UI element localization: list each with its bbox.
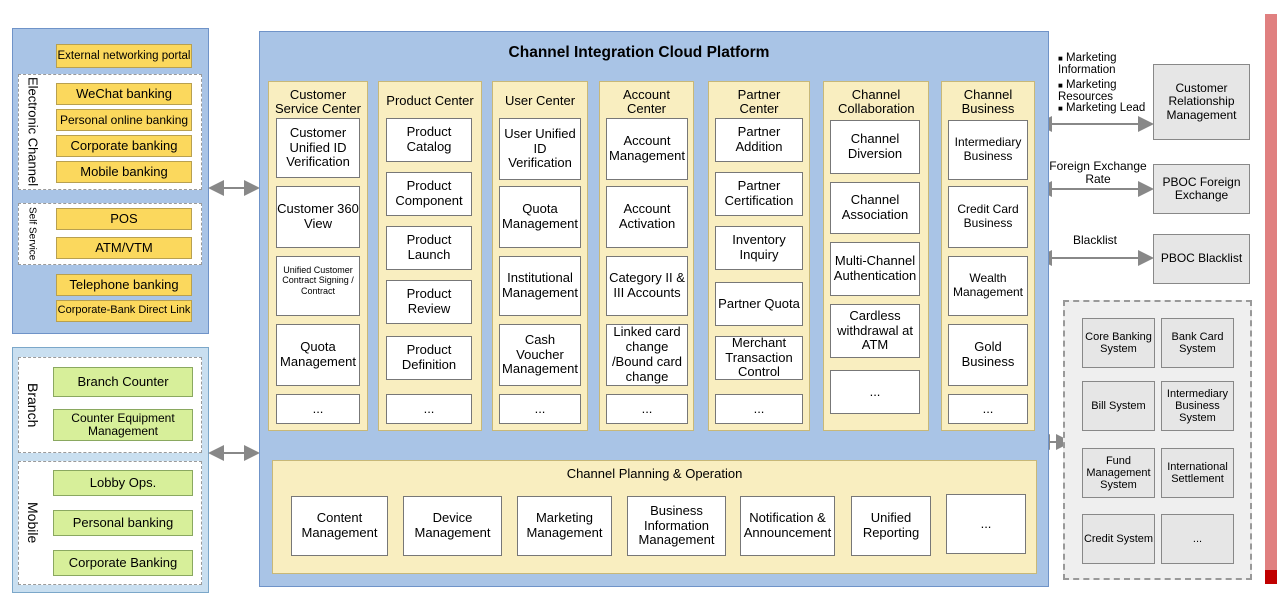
- crm-system[interactable]: Customer Relationship Management: [1153, 64, 1250, 140]
- institutional-management[interactable]: Institutional Management: [499, 256, 581, 316]
- electronic-channel-label: Electronic Channel: [25, 77, 41, 187]
- international-settlement[interactable]: International Settlement: [1161, 448, 1234, 498]
- wealth-management[interactable]: Wealth Management: [948, 256, 1028, 316]
- personal-banking[interactable]: Personal banking: [53, 510, 193, 536]
- channel-collaboration-more[interactable]: ...: [830, 370, 920, 414]
- bank-card-system[interactable]: Bank Card System: [1161, 318, 1234, 368]
- product-definition[interactable]: Product Definition: [386, 336, 472, 380]
- atm-vtm[interactable]: ATM/VTM: [56, 237, 192, 259]
- product-launch[interactable]: Product Launch: [386, 226, 472, 270]
- account-activation[interactable]: Account Activation: [606, 186, 688, 248]
- customer-360-view[interactable]: Customer 360 View: [276, 186, 360, 248]
- credit-card-business[interactable]: Credit Card Business: [948, 186, 1028, 248]
- partner-center-more[interactable]: ...: [715, 394, 803, 424]
- marketing-management[interactable]: Marketing Management: [517, 496, 612, 556]
- self-service-label: Self Service: [26, 207, 38, 261]
- foreign-exchange-rate-label: Foreign Exchange Rate: [1049, 159, 1147, 186]
- right-edge-bar-end: [1265, 570, 1277, 584]
- external-networking-portal[interactable]: External networking portal: [56, 44, 192, 68]
- corporate-bank-direct-link[interactable]: Corporate-Bank Direct Link: [56, 300, 192, 322]
- account-center-more[interactable]: ...: [606, 394, 688, 424]
- blacklist-label: Blacklist: [1072, 233, 1117, 247]
- platform-title: Channel Integration Cloud Platform: [508, 44, 770, 61]
- credit-system[interactable]: Credit System: [1082, 514, 1155, 564]
- unified-reporting[interactable]: Unified Reporting: [851, 496, 931, 556]
- partner-certification[interactable]: Partner Certification: [715, 172, 803, 216]
- marketing-resources-label: ■ Marketing Resources: [1058, 79, 1117, 104]
- customer-service-more[interactable]: ...: [276, 394, 360, 424]
- core-banking-system[interactable]: Core Banking System: [1082, 318, 1155, 368]
- core-systems-more[interactable]: ...: [1161, 514, 1234, 564]
- channel-business-more[interactable]: ...: [948, 394, 1028, 424]
- mobile-banking[interactable]: Mobile banking: [56, 161, 192, 183]
- wechat-banking[interactable]: WeChat banking: [56, 83, 192, 105]
- linked-card-change[interactable]: Linked card change /Bound card change: [606, 324, 688, 386]
- intermediary-business[interactable]: Intermediary Business: [948, 120, 1028, 180]
- bill-system[interactable]: Bill System: [1082, 381, 1155, 431]
- corporate-banking[interactable]: Corporate banking: [56, 135, 192, 157]
- cardless-withdrawal-atm[interactable]: Cardless withdrawal at ATM: [830, 304, 920, 358]
- business-information-management[interactable]: Business Information Management: [627, 496, 726, 556]
- corporate-banking-mobile[interactable]: Corporate Banking: [53, 550, 193, 576]
- multi-channel-authentication[interactable]: Multi-Channel Authentication: [830, 242, 920, 296]
- partner-addition[interactable]: Partner Addition: [715, 118, 803, 162]
- planning-title: Channel Planning & Operation: [566, 466, 743, 481]
- user-center-more[interactable]: ...: [499, 394, 581, 424]
- device-management[interactable]: Device Management: [403, 496, 502, 556]
- lobby-ops[interactable]: Lobby Ops.: [53, 470, 193, 496]
- product-center-title: Product Center: [386, 93, 474, 108]
- personal-online-banking[interactable]: Personal online banking: [56, 109, 192, 131]
- category-ii-iii-accounts[interactable]: Category II & III Accounts: [606, 256, 688, 316]
- channel-association[interactable]: Channel Association: [830, 182, 920, 234]
- partner-quota[interactable]: Partner Quota: [715, 282, 803, 326]
- user-center-title: User Center: [504, 93, 576, 108]
- customer-quota-management[interactable]: Quota Management: [276, 324, 360, 386]
- mobile-label: Mobile: [25, 502, 41, 544]
- partner-center-title: Partner Center: [737, 87, 781, 117]
- unified-customer-contract-signing[interactable]: Unified Customer Contract Signing / Cont…: [276, 256, 360, 316]
- account-management[interactable]: Account Management: [606, 118, 688, 180]
- notification-announcement[interactable]: Notification & Announcement: [740, 496, 835, 556]
- branch-counter[interactable]: Branch Counter: [53, 367, 193, 397]
- pboc-blacklist[interactable]: PBOC Blacklist: [1153, 234, 1250, 284]
- customer-service-center-title: Customer Service Center: [275, 87, 361, 117]
- channel-diversion[interactable]: Channel Diversion: [830, 120, 920, 174]
- merchant-transaction-control[interactable]: Merchant Transaction Control: [715, 336, 803, 380]
- cash-voucher-management[interactable]: Cash Voucher Management: [499, 324, 581, 386]
- pos[interactable]: POS: [56, 208, 192, 230]
- fund-management-system[interactable]: Fund Management System: [1082, 448, 1155, 498]
- customer-unified-id-verification[interactable]: Customer Unified ID Verification: [276, 118, 360, 178]
- telephone-banking[interactable]: Telephone banking: [56, 274, 192, 296]
- product-component[interactable]: Product Component: [386, 172, 472, 216]
- product-catalog[interactable]: Product Catalog: [386, 118, 472, 162]
- content-management[interactable]: Content Management: [291, 496, 388, 556]
- right-edge-bar: [1265, 14, 1277, 584]
- channel-collaboration-title: Channel Collaboration: [838, 87, 915, 117]
- product-review[interactable]: Product Review: [386, 280, 472, 324]
- user-quota-management[interactable]: Quota Management: [499, 186, 581, 248]
- inventory-inquiry[interactable]: Inventory Inquiry: [715, 226, 803, 270]
- marketing-lead-label: ■ Marketing Lead: [1058, 102, 1146, 114]
- account-center-title: Account Center: [623, 87, 670, 117]
- planning-more[interactable]: ...: [946, 494, 1026, 554]
- branch-label: Branch: [25, 382, 41, 428]
- channel-business-title: Channel Business: [961, 87, 1015, 117]
- gold-business[interactable]: Gold Business: [948, 324, 1028, 386]
- marketing-information-label: ■ Marketing Information: [1058, 52, 1117, 77]
- pboc-foreign-exchange[interactable]: PBOC Foreign Exchange: [1153, 164, 1250, 214]
- counter-equipment-management[interactable]: Counter Equipment Management: [53, 409, 193, 441]
- product-more[interactable]: ...: [386, 394, 472, 424]
- user-unified-id-verification[interactable]: User Unified ID Verification: [499, 118, 581, 180]
- intermediary-business-system[interactable]: Intermediary Business System: [1161, 381, 1234, 431]
